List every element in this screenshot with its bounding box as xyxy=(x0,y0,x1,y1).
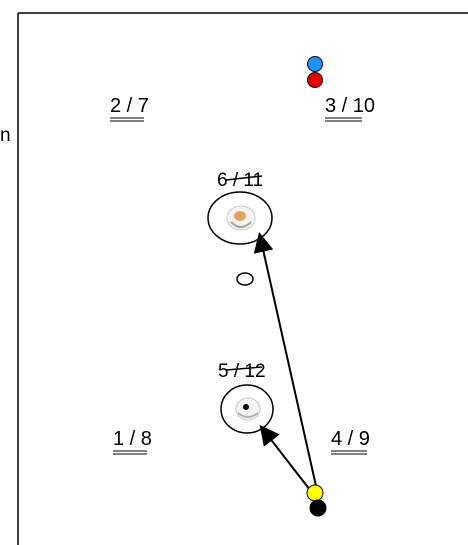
target-core-bottom xyxy=(243,404,249,410)
yellow-ball xyxy=(306,484,324,502)
label-bottom-center-strike xyxy=(225,366,263,371)
label-bottom-left: 1 / 8 xyxy=(113,428,152,450)
target-shadow-bottom xyxy=(237,412,259,418)
arrow-to-top-target xyxy=(253,232,317,487)
edge-text: n xyxy=(0,125,11,146)
blue-ball xyxy=(307,56,323,72)
arrow-to-bottom-target xyxy=(259,424,311,491)
target-ring-top xyxy=(207,191,273,245)
label-top-right: 3 / 10 xyxy=(325,95,375,117)
label-top-left: 2 / 7 xyxy=(110,95,149,117)
small-hoop-marker xyxy=(236,272,254,286)
label-bottom-right: 4 / 9 xyxy=(331,428,370,450)
black-ball xyxy=(309,499,327,517)
target-shadow-top xyxy=(230,221,252,228)
label-top-center-strike xyxy=(225,175,263,181)
label-bottom-center: 5 / 12 xyxy=(218,361,266,382)
red-ball xyxy=(307,72,323,88)
label-top-center: 6 / 11 xyxy=(217,170,263,191)
target-ring-bottom xyxy=(220,384,274,434)
target-core-top xyxy=(234,211,246,221)
